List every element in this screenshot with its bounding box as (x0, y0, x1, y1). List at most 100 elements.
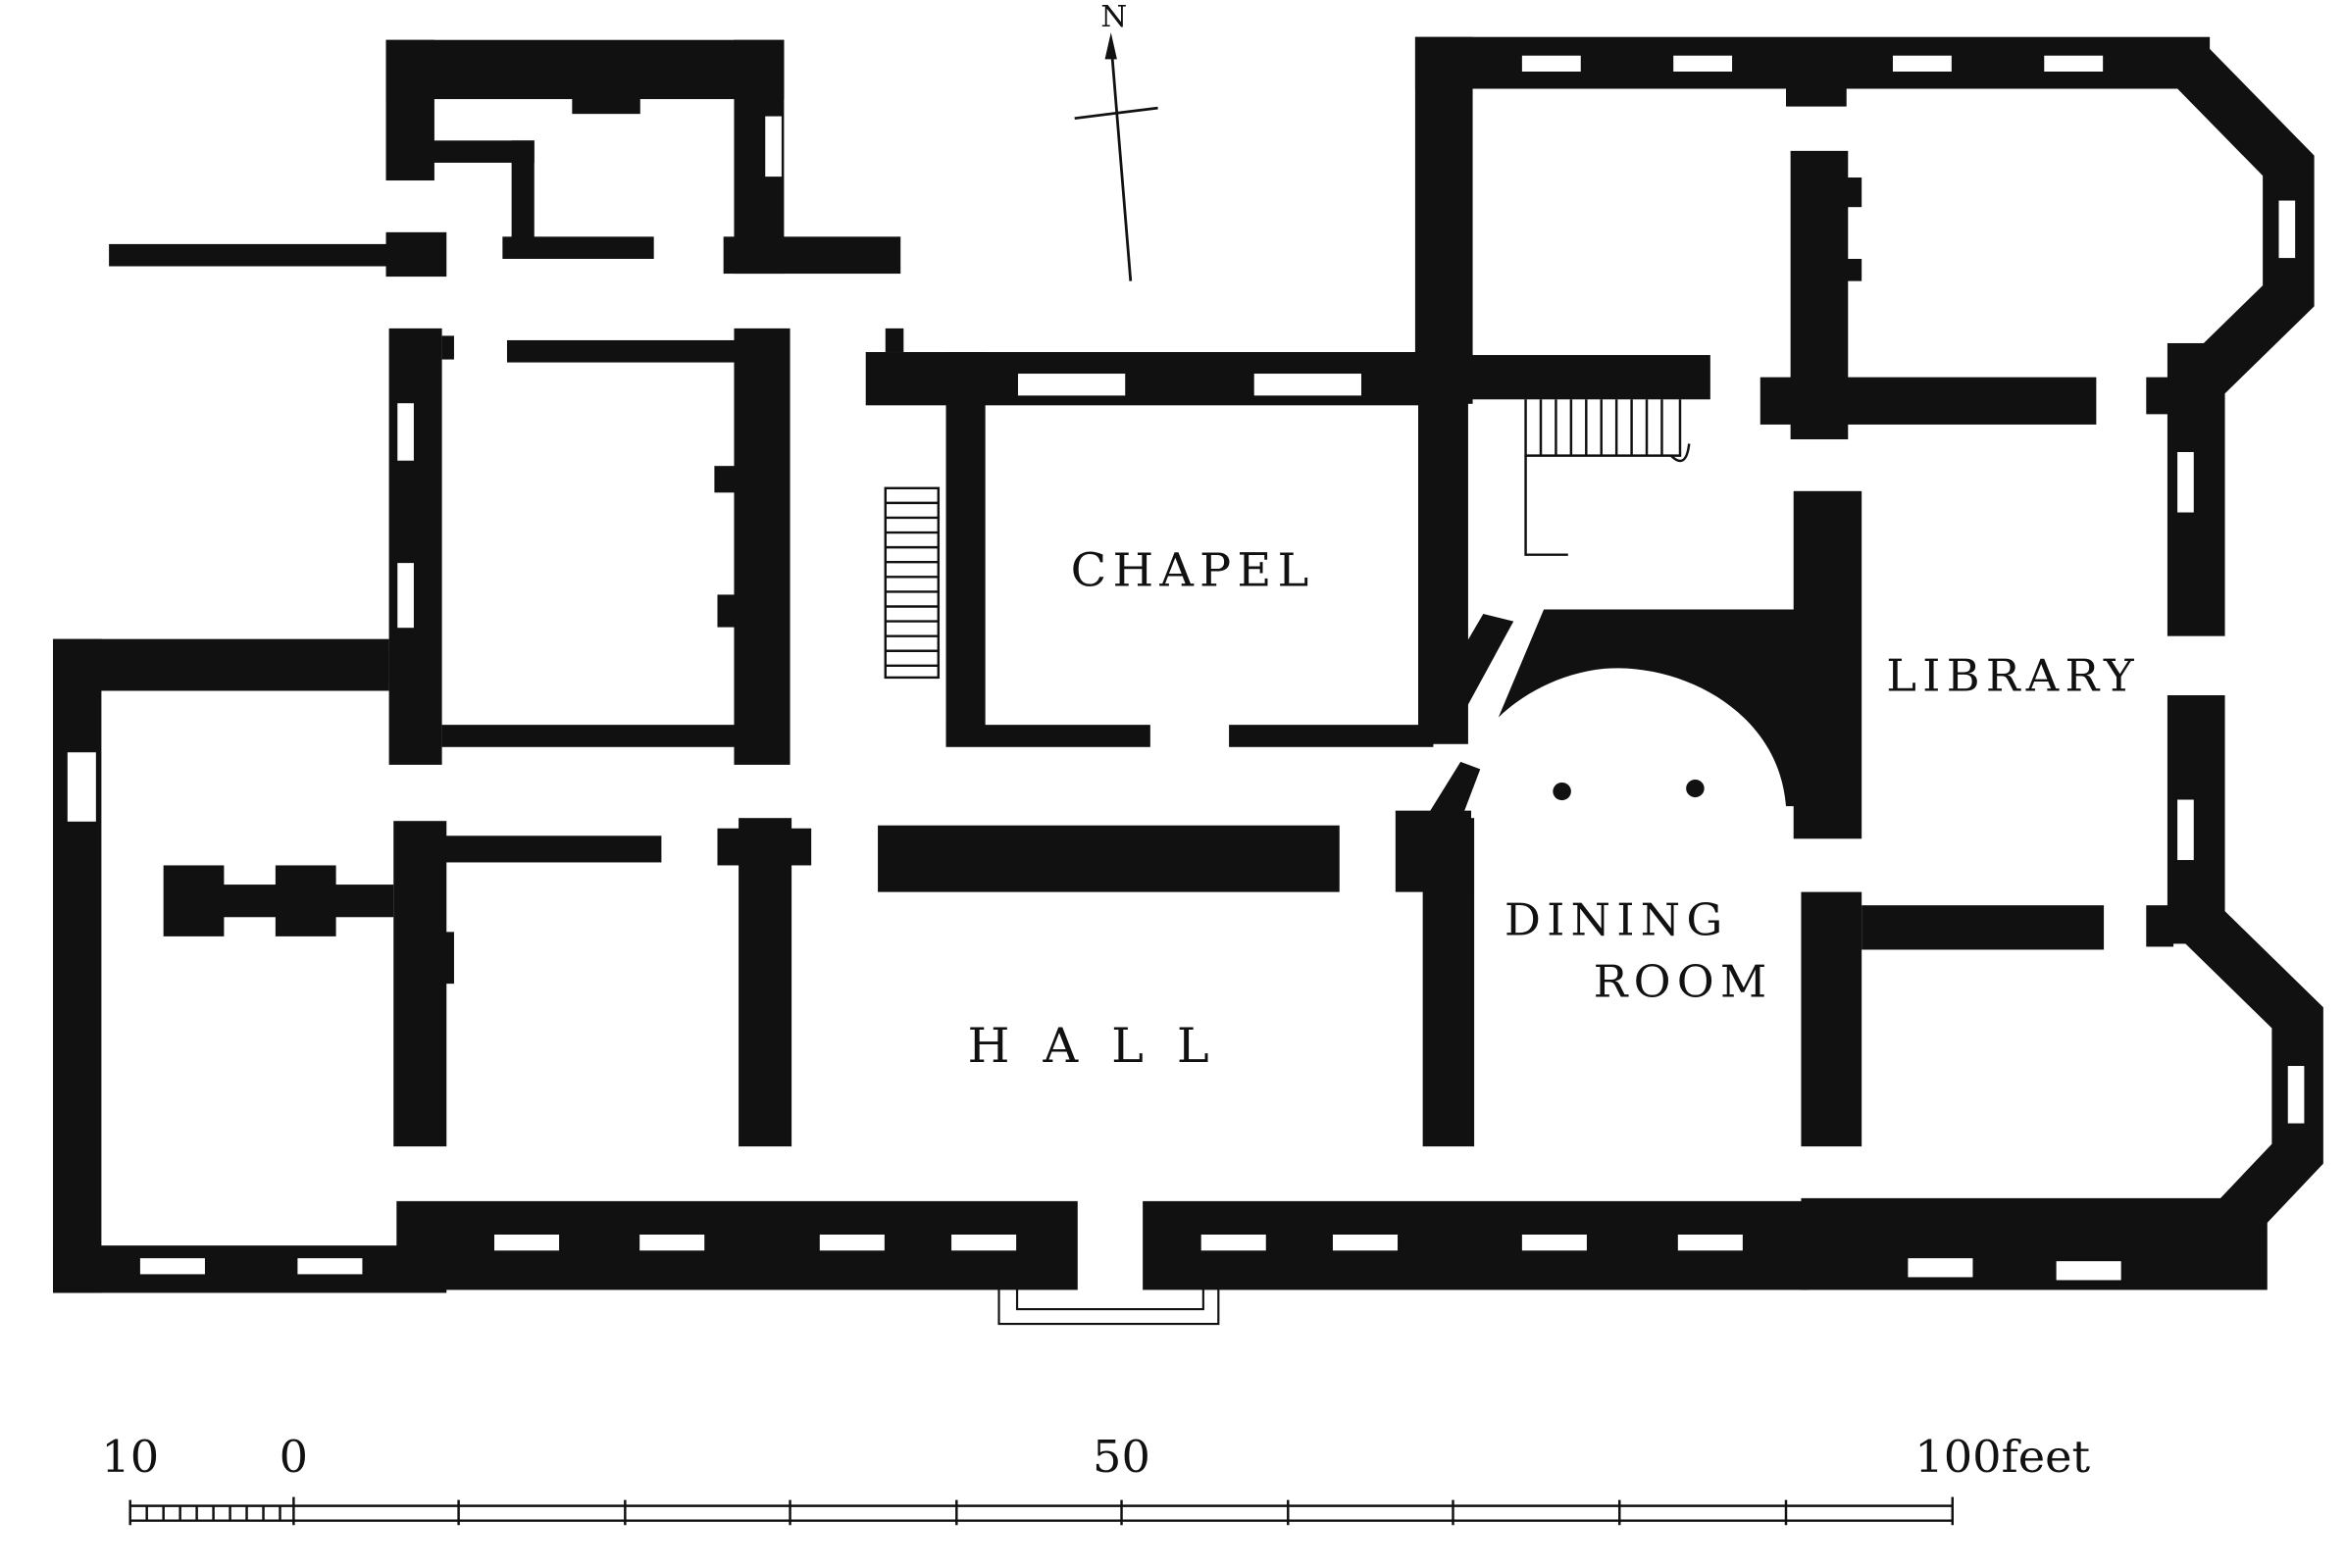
wall (199, 662, 294, 686)
wall (1229, 725, 1434, 747)
wall (1430, 761, 1481, 822)
entrance-steps (997, 1272, 1220, 1326)
windows (65, 53, 2307, 1283)
wall (1760, 377, 2097, 425)
column (1686, 779, 1705, 798)
wall (385, 231, 447, 278)
window (1671, 53, 1734, 74)
wall (2146, 377, 2174, 415)
wall (506, 339, 738, 363)
stair-rail (1669, 443, 1691, 463)
wall (53, 1245, 447, 1293)
column (1553, 782, 1571, 801)
wall (502, 236, 654, 259)
window (638, 1233, 707, 1253)
wall (1801, 891, 1862, 1147)
wall (441, 835, 662, 863)
scale-label-50: 50 (1093, 1431, 1150, 1482)
wall (878, 825, 1340, 892)
wall (1801, 1197, 2268, 1290)
wall (332, 885, 394, 918)
scale-label-10: 10 (101, 1431, 159, 1482)
window (138, 1256, 207, 1277)
window (492, 1233, 561, 1253)
wall (572, 80, 640, 115)
window (949, 1233, 1018, 1253)
wall (511, 140, 535, 256)
window (395, 401, 416, 463)
north-label: N (1100, 0, 1127, 34)
window (1520, 1233, 1589, 1253)
wall (363, 653, 389, 683)
wall (1414, 36, 1473, 404)
window (2175, 450, 2196, 515)
wall (219, 885, 280, 918)
room-label-chapel: CHAPEL (1071, 544, 1315, 597)
stair-rail (1524, 455, 1568, 556)
stair-outline (884, 486, 941, 680)
wall (385, 39, 434, 181)
wall (1843, 177, 1862, 208)
wall (1467, 355, 1710, 400)
wall (1793, 490, 1862, 839)
window (2175, 797, 2196, 862)
window (1251, 372, 1363, 398)
north-arrow: N (1074, 0, 1158, 281)
wall (1843, 258, 1862, 281)
window (1675, 1233, 1745, 1253)
room-label-dining-line1: DINING (1504, 894, 1729, 945)
staircase-west (884, 486, 941, 680)
wall (441, 725, 738, 747)
wall (441, 335, 454, 360)
window (1198, 1233, 1268, 1253)
window (2285, 1064, 2307, 1126)
wall (2146, 905, 2174, 947)
stair-outline (1524, 399, 1682, 457)
scale-label-0: 0 (280, 1431, 308, 1482)
staircase-east (1524, 399, 1691, 556)
window (65, 750, 98, 824)
wall (945, 352, 986, 744)
north-bay-wall (2168, 44, 2315, 406)
window (395, 561, 416, 631)
window (2042, 53, 2106, 74)
wall (431, 140, 535, 163)
wall (885, 328, 904, 353)
wall (734, 328, 790, 765)
room-label-hall: HALL (967, 1019, 1242, 1074)
window (817, 1233, 887, 1253)
wall (723, 236, 901, 275)
window (1016, 372, 1128, 398)
window (2276, 198, 2297, 260)
wall (53, 638, 102, 1293)
wall (714, 466, 742, 493)
wall (945, 725, 1150, 747)
window (295, 1256, 365, 1277)
wall (441, 932, 454, 985)
wall (1395, 810, 1472, 892)
scale-bar: 10 0 50 100feet (101, 1431, 2091, 1526)
window (1906, 1256, 1975, 1280)
scale-label-100-feet: 100feet (1914, 1431, 2090, 1482)
wall (1498, 609, 1802, 807)
wall (109, 243, 389, 267)
wall (163, 865, 225, 936)
window (763, 114, 784, 178)
window (1891, 53, 1954, 74)
wall (717, 594, 742, 628)
wall (1418, 614, 1514, 733)
wall (717, 828, 812, 866)
window (1520, 53, 1583, 74)
wall (1786, 88, 1847, 107)
room-label-library: LIBRARY (1886, 650, 2140, 701)
wall (388, 328, 442, 765)
wall (1862, 905, 2105, 950)
window (1331, 1233, 1400, 1253)
room-label-dining-line2: ROOM (1594, 956, 1773, 1007)
wall (275, 865, 336, 936)
window (2054, 1259, 2123, 1283)
wall (393, 821, 447, 1147)
wall (739, 818, 792, 1147)
